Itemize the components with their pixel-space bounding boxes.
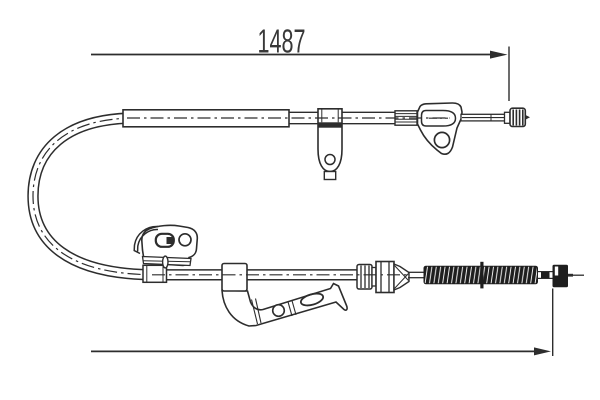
adjuster-barrel [375, 260, 395, 294]
top-rod [460, 113, 506, 122]
floor-bracket-rolled-flange [133, 225, 159, 255]
clamp-hole [324, 153, 336, 166]
cable-end-fitting-bottom [537, 264, 584, 288]
clamp-tab [323, 170, 337, 181]
adjuster-cone [393, 262, 410, 292]
swoosh-clamp [221, 262, 248, 292]
abutment-bracket [416, 102, 463, 156]
u-bend-centerline [32, 117, 157, 276]
floor-bracket-rivet [161, 255, 169, 269]
top-cable-inner-wire [289, 111, 402, 125]
cable-adjuster [356, 260, 424, 294]
top-dimension [91, 46, 510, 101]
spring-washer [480, 261, 484, 289]
centerlines [127, 117, 450, 276]
top-dimension-arrow-icon [490, 50, 508, 59]
top-dimension-value: 1487 [258, 24, 306, 61]
return-spring [423, 261, 538, 289]
swoosh-hole [271, 303, 286, 318]
clamp-band [318, 122, 342, 128]
floor-bracket-slot [154, 232, 175, 248]
cable-end-fitting-top [503, 107, 530, 128]
floor-bracket [133, 224, 199, 284]
floor-bracket-hole [178, 232, 192, 247]
floor-bracket-clamp [142, 264, 168, 284]
bottom-dimension-arrow-icon [534, 347, 551, 356]
fitting-pin-top [525, 115, 530, 120]
abutment-hole [433, 131, 451, 149]
top-clamp-bracket [317, 108, 343, 181]
cable-u-bend [27, 112, 362, 281]
bottom-dimension [91, 288, 554, 356]
swoosh-bracket [221, 262, 348, 327]
swoosh-slot [299, 292, 325, 307]
